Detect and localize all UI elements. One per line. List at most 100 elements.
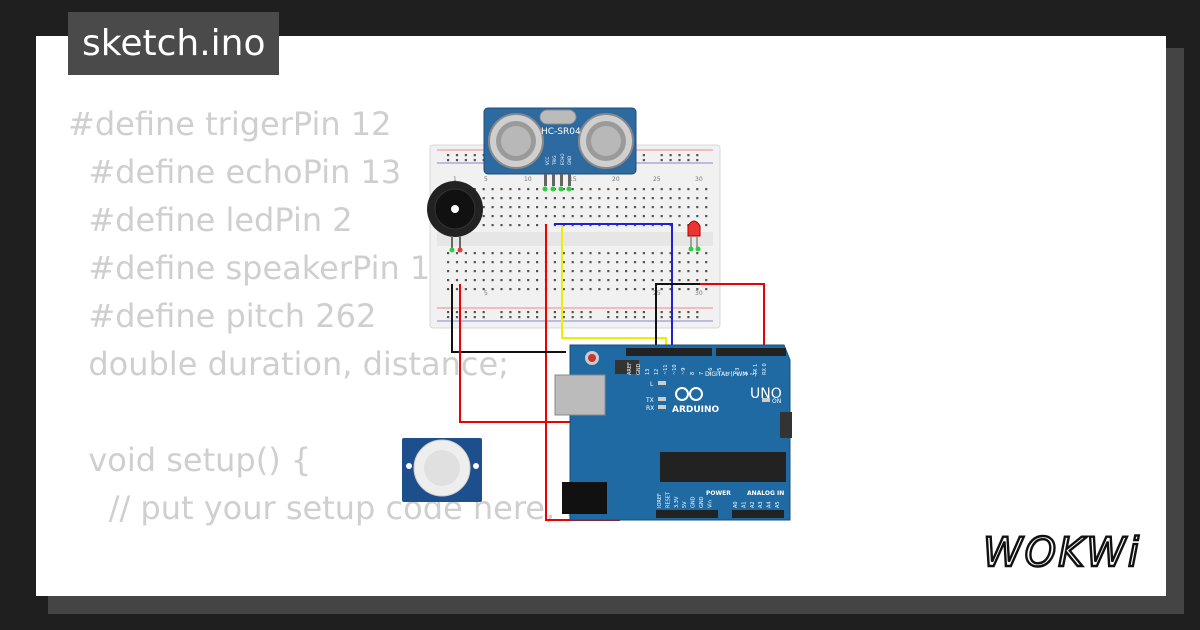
breadboard-hole [562,279,565,282]
breadboard-hole [527,316,530,319]
breadboard-hole [687,197,690,200]
breadboard-hole [571,279,574,282]
breadboard-col-label: 5 [484,290,488,297]
breadboard-hole [518,270,521,273]
breadboard-hole [687,288,690,291]
breadboard-hole [607,206,610,209]
breadboard-hole [625,252,628,255]
breadboard-hole [660,261,663,264]
breadboard-hole [571,197,574,200]
breadboard-hole [625,311,628,314]
wire-black [655,283,700,352]
code-line: #define trigerPin 12 [68,105,392,143]
breadboard-hole [607,261,610,264]
breadboard-hole [633,288,637,291]
breadboard-hole [509,270,512,273]
breadboard-hole [696,197,699,200]
red-led[interactable] [687,220,701,252]
breadboard-hole [500,311,503,314]
wire-blue [554,223,673,352]
breadboard-hole [705,215,708,218]
breadboard-hole [562,188,565,191]
breadboard-hole [447,270,450,273]
breadboard-hole [553,215,556,218]
breadboard-hole [482,316,485,319]
arduino-pin-label: RX 0 [762,363,768,375]
breadboard-hole [616,311,619,314]
ultrasonic-sensor[interactable]: HC-SR04 VCC TRIG ECHO GND [483,107,637,192]
breadboard-hole [518,206,521,209]
breadboard-hole [651,288,654,291]
breadboard-hole [500,316,503,319]
breadboard-hole [491,252,494,255]
pir-sensor[interactable] [402,438,482,502]
breadboard-hole [580,224,583,227]
breadboard-hole [633,215,637,218]
breadboard-hole [687,311,690,314]
arduino-pin-label: GND [636,363,642,375]
breadboard-hole [625,316,628,319]
breadboard-hole [651,188,654,191]
breadboard-hole [527,206,530,209]
arduino-pin-label: 12 [654,369,660,375]
breadboard-hole [669,206,672,209]
breadboard-hole [696,311,699,314]
breadboard-hole [642,206,645,209]
breadboard-col-label: 20 [612,176,620,183]
breadboard-hole [482,311,485,314]
arduino-analog-label: ANALOG IN [747,490,784,497]
breadboard-hole [455,270,459,273]
breadboard-hole [705,261,708,264]
breadboard-hole [616,188,619,191]
code-line: #define ledPin 2 [68,201,353,239]
breadboard-holes [447,154,708,319]
arduino-pin-label: 4 [726,372,732,375]
breadboard-hole [562,311,565,314]
breadboard-hole [669,215,672,218]
breadboard-hole [633,188,637,191]
breadboard-hole [696,215,699,218]
breadboard-hole [589,279,592,282]
arduino-pin-label: ~3 [735,368,741,375]
arduino-pin-label: A0 [733,501,739,508]
breadboard-hole [616,224,619,227]
breadboard-hole [553,270,556,273]
breadboard[interactable]: 1 5 10 15 20 25 30 5 25 30 [429,144,721,329]
breadboard-hole [616,316,619,319]
breadboard-hole [447,154,450,157]
breadboard-hole [536,197,539,200]
breadboard-hole [571,316,574,319]
breadboard-hole [642,261,645,264]
breadboard-hole [562,316,565,319]
breadboard-hole [660,279,663,282]
breadboard-hole [518,288,521,291]
breadboard-hole [633,270,637,273]
breadboard-hole [455,154,459,157]
arduino-led-label: L [650,381,654,388]
arduino-uno[interactable]: UNO ARDUINO DIGITAL (PWM ~) POWER ANALOG… [554,344,792,521]
breadboard-hole [687,252,690,255]
breadboard-hole [696,154,699,157]
breadboard-hole [625,261,628,264]
breadboard-col-label: 10 [524,176,532,183]
breadboard-hole [642,154,645,157]
breadboard-hole [491,270,494,273]
breadboard-hole [651,270,654,273]
breadboard-hole [580,311,583,314]
breadboard-hole [616,270,619,273]
breadboard-hole [678,316,681,319]
breadboard-hole [589,206,592,209]
breadboard-hole [571,188,574,191]
file-tab[interactable]: sketch.ino [68,12,280,75]
breadboard-hole [580,279,583,282]
breadboard-hole [687,279,690,282]
breadboard-hole [642,279,645,282]
buzzer[interactable] [427,181,483,253]
breadboard-hole [580,261,583,264]
code-line: #define pitch 262 [68,297,377,335]
breadboard-hole [678,270,681,273]
breadboard-hole [447,261,450,264]
arduino-pin-label: ~9 [681,368,687,375]
